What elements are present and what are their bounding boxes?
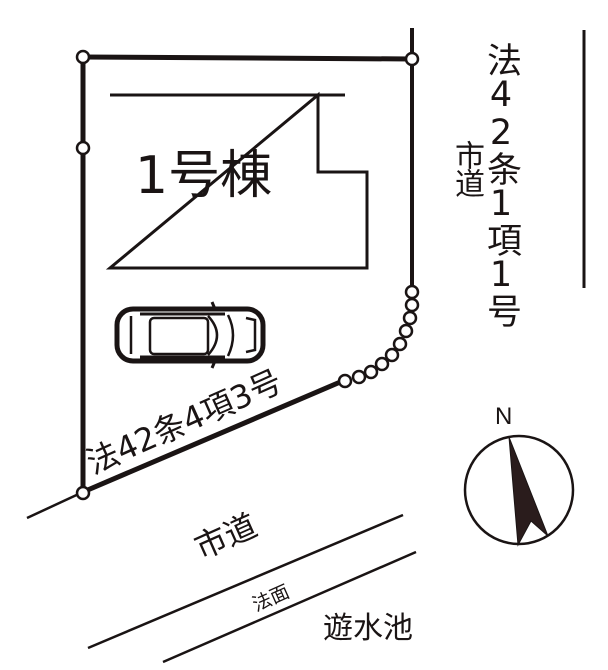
north-arrow-icon — [463, 434, 575, 547]
lot-boundary — [80, 28, 414, 495]
car-icon — [114, 301, 266, 369]
boundary-markers — [75, 49, 420, 501]
east-road-designation: 法42条1項1号 — [481, 42, 521, 326]
building-footprint — [105, 91, 369, 270]
slope-lower-line — [162, 550, 417, 664]
east-road-type: 市道 — [449, 140, 484, 196]
south-road-edge-line — [26, 490, 84, 520]
north-label: N — [495, 403, 513, 430]
building-label: 1号棟 — [135, 146, 273, 206]
slope-upper-line — [87, 513, 404, 650]
retention-pond-label: 遊水池 — [323, 611, 413, 646]
